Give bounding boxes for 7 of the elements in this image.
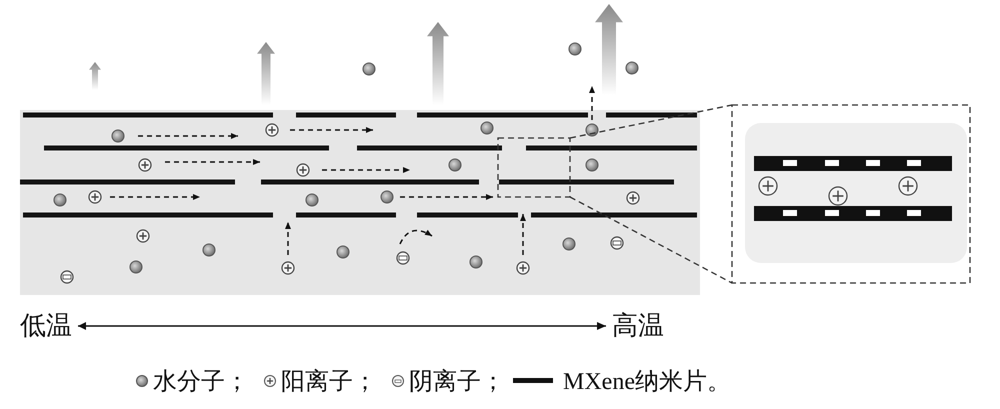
legend-text: MXene纳米片。 [563, 368, 731, 397]
double-arrow [78, 322, 606, 330]
legend-text: 阴离子； [409, 368, 505, 397]
temperature-label: 高温 [612, 311, 664, 341]
legend-text: 阳离子； [281, 368, 377, 397]
legend-text: 水分子； [153, 368, 249, 397]
temperature-label: 低温 [20, 311, 72, 341]
